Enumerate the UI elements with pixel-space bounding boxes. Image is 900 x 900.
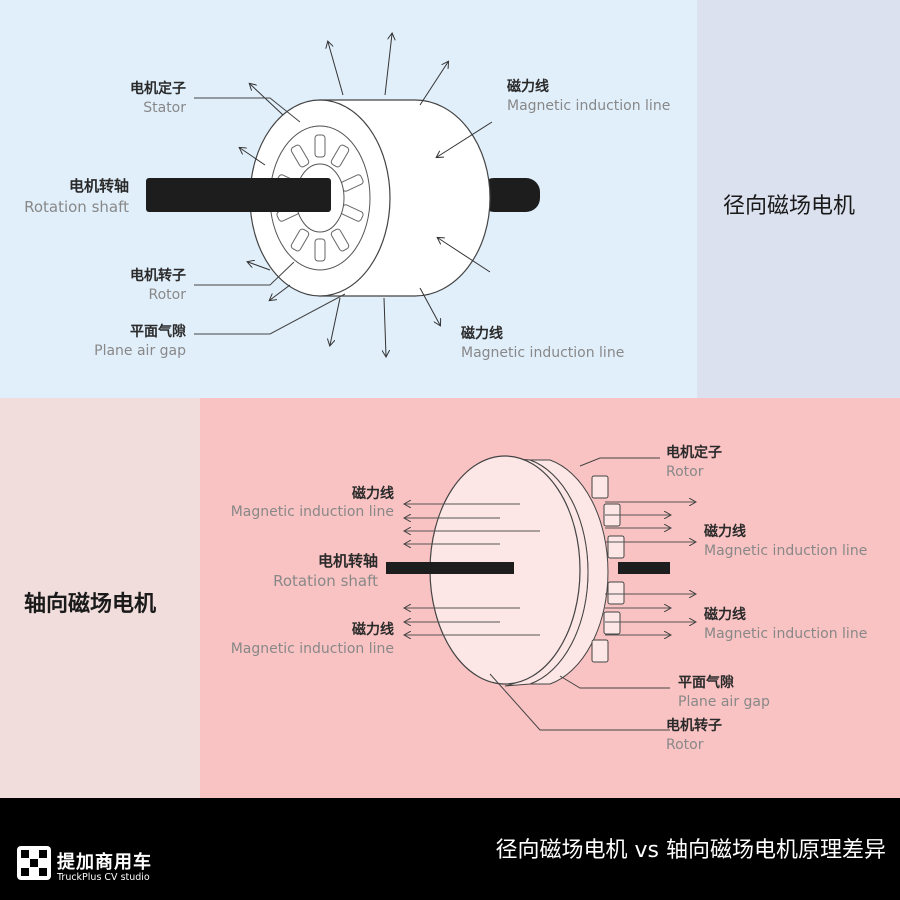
radial-diagram-panel: 电机定子 Stator 电机转轴 Rotation shaft 电机转子 Rot… (0, 0, 697, 398)
axial-shaft-left (386, 562, 514, 574)
footer-bar: 提加商用车 TruckPlus CV studio 径向磁场电机 vs 轴向磁场… (0, 798, 900, 900)
logo-brand-en: TruckPlus CV studio (57, 872, 150, 883)
axial-stator-label-en: Rotor (666, 464, 704, 480)
axial-flux-right-bottom-label-en: Magnetic induction line (704, 626, 867, 642)
radial-rotor-label-en: Rotor (149, 287, 187, 303)
axial-flux-arrows-left (405, 504, 540, 635)
radial-stator-label-en: Stator (143, 100, 186, 116)
radial-stator-label-cn: 电机定子 (130, 80, 186, 97)
axial-motor-diagram: 电机定子 Rotor 磁力线 Magnetic induction line 电… (231, 444, 868, 753)
axial-stator-label-cn: 电机定子 (666, 444, 722, 461)
radial-leader-lines (194, 97, 346, 335)
axial-diagram-panel: 电机定子 Rotor 磁力线 Magnetic induction line 电… (200, 398, 900, 798)
axial-leader-lines (489, 457, 670, 731)
axial-flux-right-bottom-label-cn: 磁力线 (704, 606, 746, 623)
axial-flux-left-bottom-label-cn: 磁力线 (352, 621, 394, 638)
radial-title-panel: 径向磁场电机 (697, 0, 900, 398)
radial-flux-bottom-label-cn: 磁力线 (461, 325, 503, 342)
axial-flux-arrows-right (605, 502, 695, 635)
axial-gap-label-cn: 平面气隙 (678, 674, 734, 691)
footer-caption: 径向磁场电机 vs 轴向磁场电机原理差异 (495, 838, 886, 863)
axial-motor-title: 轴向磁场电机 (24, 592, 157, 617)
axial-flux-left-top-label-cn: 磁力线 (352, 485, 394, 502)
axial-shaft-right (618, 562, 670, 574)
radial-flux-top-label-cn: 磁力线 (507, 78, 549, 95)
axial-flux-right-top-label-en: Magnetic induction line (704, 543, 867, 559)
radial-gap-label-en: Plane air gap (94, 343, 186, 359)
axial-title-panel: 轴向磁场电机 (0, 398, 200, 798)
radial-shaft-right (480, 178, 540, 212)
radial-flux-bottom-label-en: Magnetic induction line (461, 345, 624, 361)
axial-gap-label-en: Plane air gap (678, 694, 770, 710)
radial-motor-diagram: 电机定子 Stator 电机转轴 Rotation shaft 电机转子 Rot… (24, 0, 670, 361)
axial-shaft-label-cn: 电机转轴 (318, 552, 378, 570)
logo-brand-cn: 提加商用车 (57, 852, 152, 873)
radial-rotor-label-cn: 电机转子 (130, 267, 186, 284)
radial-gap-label-cn: 平面气隙 (130, 323, 186, 340)
axial-rotor-label-cn: 电机转子 (666, 717, 722, 734)
axial-flux-left-bottom-label-en: Magnetic induction line (231, 641, 394, 657)
axial-flux-right-top-label-cn: 磁力线 (704, 523, 746, 540)
axial-stator-teeth (529, 459, 625, 685)
radial-flux-top-label-en: Magnetic induction line (507, 98, 670, 114)
radial-shaft-label-cn: 电机转轴 (69, 177, 129, 195)
radial-motor-title: 径向磁场电机 (723, 194, 856, 219)
radial-shaft-left (146, 178, 331, 212)
radial-flux-arrows (240, 34, 493, 356)
truckplus-logo-icon (17, 846, 51, 880)
radial-shaft-label-en: Rotation shaft (24, 198, 129, 216)
axial-shaft-label-en: Rotation shaft (273, 572, 378, 590)
axial-flux-left-top-label-en: Magnetic induction line (231, 504, 394, 520)
axial-rotor-label-en: Rotor (666, 737, 704, 753)
